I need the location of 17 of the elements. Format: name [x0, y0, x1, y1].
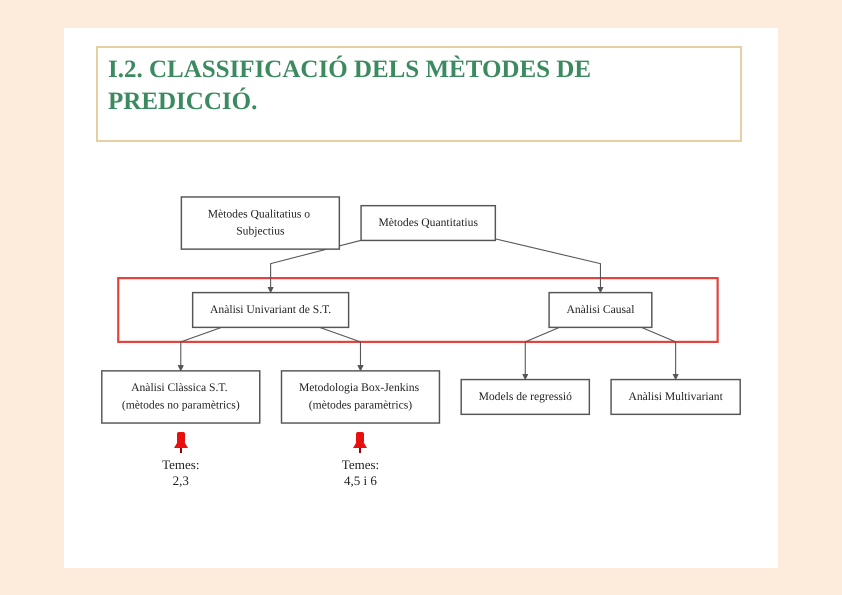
node-box: Mètodes Qualitatius o Subjectius [180, 196, 340, 250]
note-text: Temes: 2,3 [161, 457, 200, 490]
note-text: Temes: 4,5 i 6 [340, 457, 380, 490]
slide-title: I.2. CLASSIFICACIÓ DELS MÈTODES DE PREDICCIÓ. [96, 46, 742, 142]
arrow [319, 326, 364, 372]
node-box: Mètodes Quantitatius [360, 204, 496, 242]
node-box: Anàlisi Multivariant [610, 378, 741, 416]
arrow [522, 326, 560, 380]
node-box: Anàlisi Univariant de S.T. [192, 292, 350, 328]
node-box: Metodologia Box-Jenkins (mètodes paramètrics) [280, 370, 440, 424]
node-box: Anàlisi Clàssica S.T. (mètodes no paramètrics) [101, 370, 260, 424]
arrow [178, 326, 222, 372]
arrow [641, 326, 679, 380]
node-box: Models de regressió [460, 378, 590, 416]
node-box: Anàlisi Causal [548, 292, 653, 328]
arrow [495, 238, 604, 293]
cluster [117, 277, 719, 343]
